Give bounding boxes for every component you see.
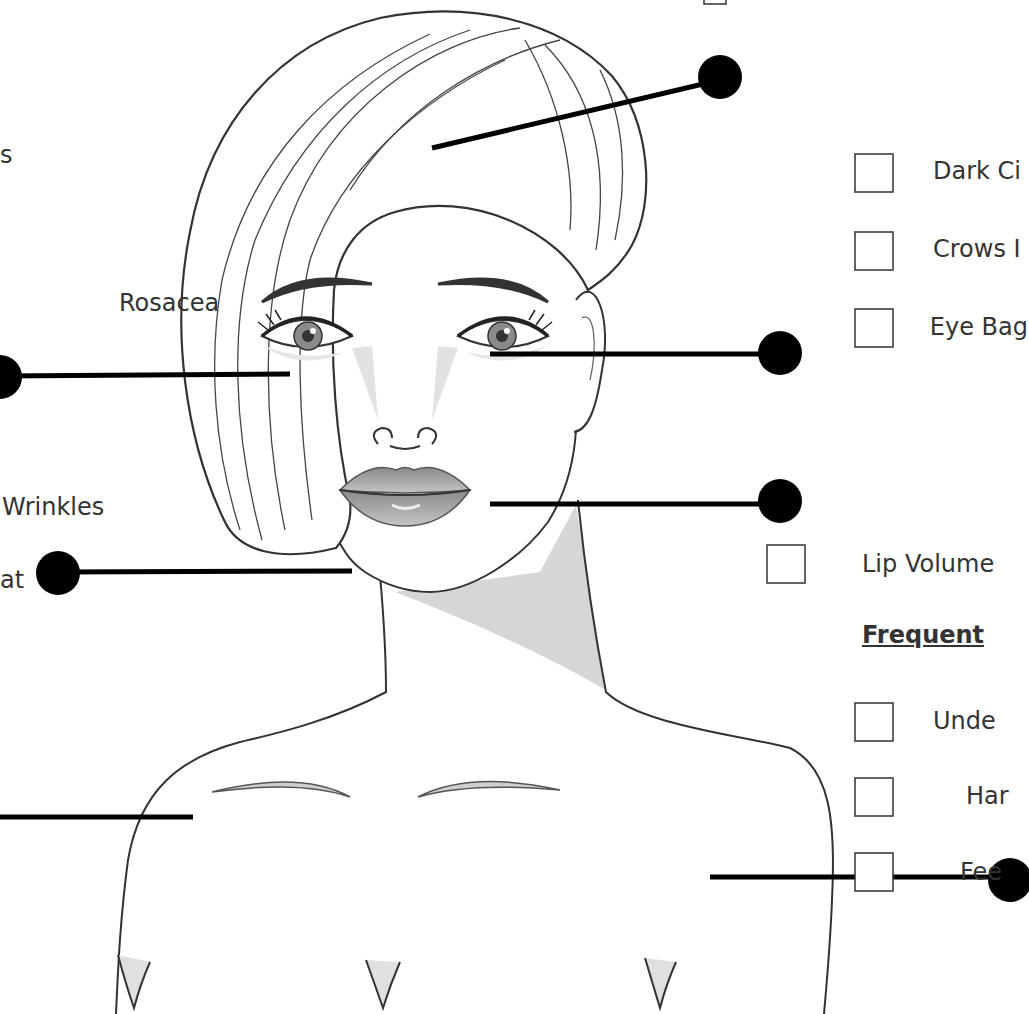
lower-lip	[340, 490, 470, 526]
nose	[418, 428, 436, 444]
collarbone	[418, 781, 560, 797]
leader-dot	[758, 331, 802, 375]
eyelash	[258, 310, 281, 330]
face-outline	[338, 430, 576, 592]
concern-label: Eye Bag	[930, 313, 1028, 341]
chest-line	[645, 958, 676, 1008]
concern-label: Wrinkles	[2, 493, 104, 521]
checkbox	[855, 232, 893, 270]
hair-strand	[525, 40, 571, 230]
eye-highlight	[504, 328, 510, 334]
eyebrow	[438, 279, 548, 302]
checkbox	[855, 703, 893, 741]
eyelid	[262, 318, 352, 336]
leader-dot	[0, 355, 22, 399]
concern-label: Fee	[960, 858, 1002, 886]
leader-dot	[36, 551, 80, 595]
eyebrow	[262, 279, 372, 302]
iris	[294, 322, 322, 350]
concern-label: at	[0, 566, 24, 594]
body-outline	[116, 575, 386, 1014]
checkbox	[704, 0, 726, 4]
leader-line	[432, 80, 720, 148]
eyelid	[458, 318, 548, 336]
checkbox	[855, 309, 893, 347]
checkbox	[855, 778, 893, 816]
hair-strand	[350, 40, 560, 190]
hair-strand	[300, 60, 505, 520]
leader-line	[490, 352, 780, 357]
leader-dot	[698, 55, 742, 99]
upper-lip	[340, 468, 470, 494]
lip-highlight	[392, 505, 420, 509]
concern-label: Rosacea	[119, 289, 219, 317]
face-shading	[432, 346, 458, 420]
ear-detail	[582, 317, 594, 380]
ear	[574, 292, 605, 432]
leader-line	[0, 374, 290, 376]
concern-label: Lip Volume	[862, 550, 994, 578]
leader-line	[490, 502, 780, 507]
nose	[374, 428, 392, 444]
collarbone	[212, 782, 350, 797]
leader-line	[60, 571, 352, 572]
hair-strand	[545, 45, 600, 250]
concern-label: Har	[966, 782, 1009, 810]
concern-label: Dark Ci	[933, 157, 1021, 185]
nose	[390, 446, 420, 449]
iris	[488, 322, 516, 350]
chest-line	[118, 955, 150, 1008]
eye-highlight	[310, 328, 316, 334]
hair-strand	[600, 70, 623, 240]
leader-line	[0, 815, 193, 820]
hair	[181, 12, 646, 555]
checkbox	[855, 154, 893, 192]
hair-strand	[215, 34, 430, 530]
concern-label: s	[0, 141, 13, 169]
checkbox	[767, 545, 805, 583]
concern-label: Crows I	[933, 235, 1021, 263]
checkbox	[855, 853, 893, 891]
concern-label: Unde	[933, 707, 996, 735]
leader-dot	[758, 479, 802, 523]
lip-line	[340, 490, 470, 495]
chest-line	[366, 960, 400, 1008]
face-shading	[352, 346, 378, 420]
eyelash	[529, 310, 552, 330]
body-outline	[578, 500, 833, 1014]
section-heading: Frequent	[862, 621, 984, 649]
hair-strand	[238, 30, 470, 540]
